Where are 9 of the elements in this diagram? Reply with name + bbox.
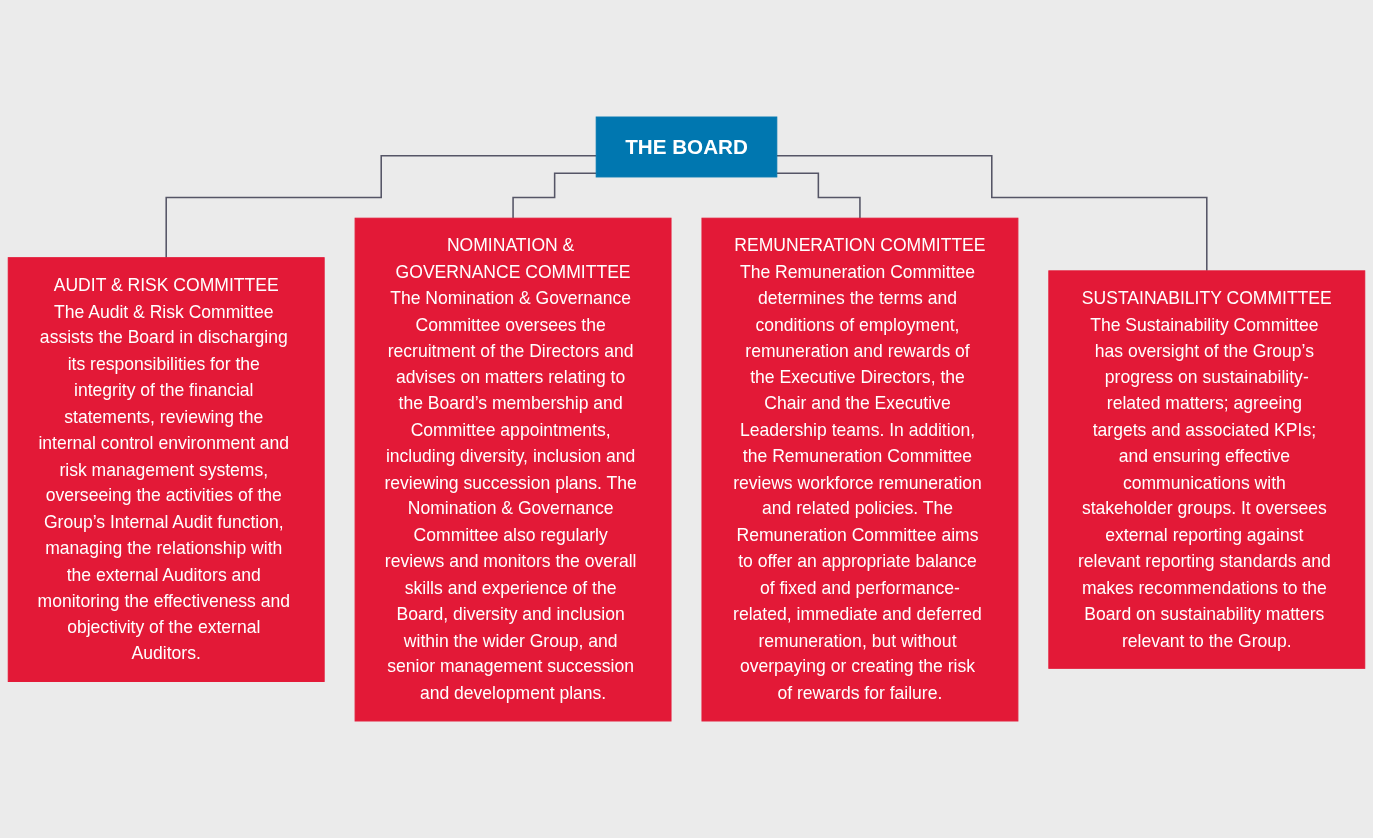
node-box: THE BOARD	[595, 116, 778, 178]
connector	[776, 172, 861, 219]
connector	[165, 155, 597, 259]
node-box: SUSTAINABILITY COMMITTEE The Sustainability Committee has oversight of the Group’s progress on sustainability-related matters; agreeing targets and associated KPIs; and ensuring effective communications with stakeholder groups. It oversees external reporting against relevant reporting standards and makes recommendations to the Board on sustainability matters relevant to the Group.	[1048, 270, 1366, 669]
node-box: NOMINATION & GOVERNANCE COMMITTEE The Nomination & Governance Committee oversees the recruitment of the Directors and advises on matters relating to the Board’s membership and Committee appointments, including diversity, inclusion and reviewing succession plans. The Nomination & Governance Committee also regularly reviews and monitors the overall skills and experience of the Board, diversity and inclusion within the wider Group, and senior management succession and development plans.	[354, 217, 672, 722]
connector	[512, 172, 597, 219]
node-box: AUDIT & RISK COMMITTEE The Audit & Risk Committee assists the Board in discharging its responsibilities for the integrity of the financial statements, reviewing the internal control environment and risk management systems, overseeing the activities of the Group’s Internal Audit function, managing the relationship with the external Auditors and monitoring the effectiveness and objectivity of the external Auditors.	[7, 257, 325, 682]
node-box: REMUNERATION COMMITTEE The Remuneration Committee determines the terms and conditions of employment, remuneration and rewards of the Executive Directors, the Chair and the Executive Leadership teams. In addition, the Remuneration Committee reviews workforce remuneration and related policies. The Remuneration Committee aims to offer an appropriate balance of fixed and performance-related, immediate and deferred remuneration, but without overpaying or creating the risk of rewards for failure.	[701, 217, 1019, 722]
connector	[776, 155, 1208, 272]
